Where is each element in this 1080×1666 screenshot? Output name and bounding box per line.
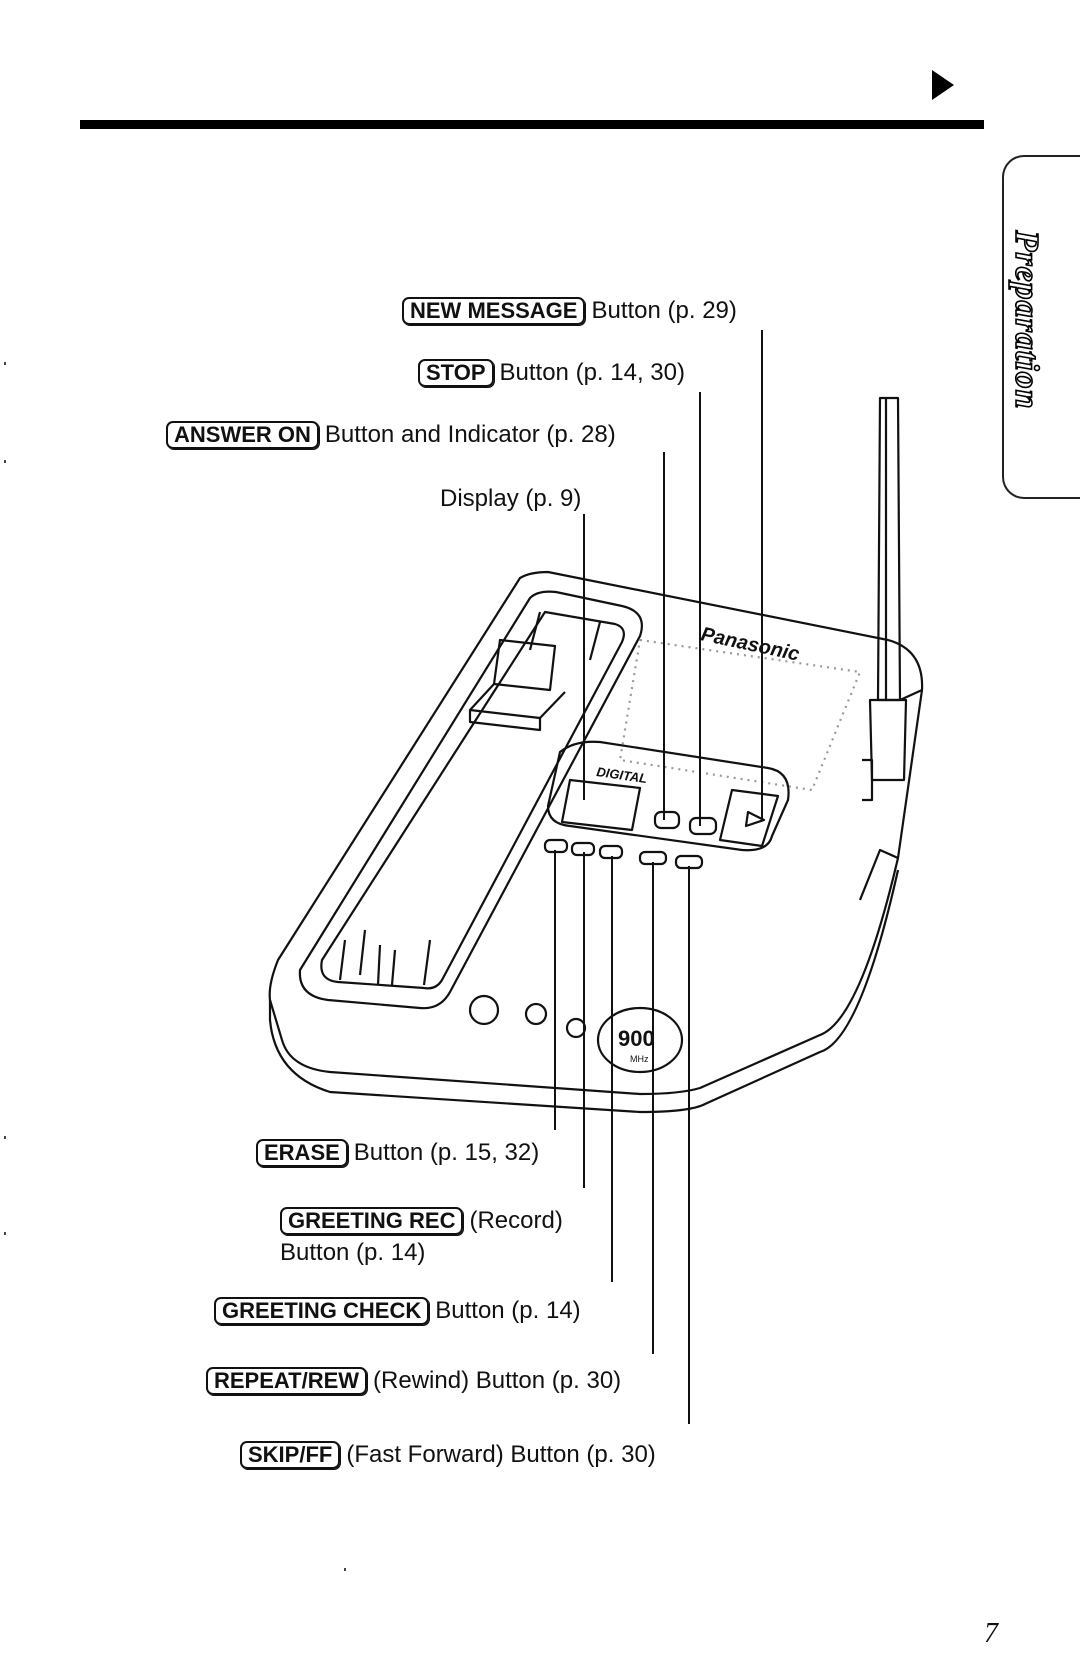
panel-label: DIGITAL bbox=[596, 764, 649, 786]
greeting-check-key: GREETING CHECK bbox=[214, 1297, 430, 1325]
base-unit-body bbox=[268, 570, 924, 1096]
scan-speck bbox=[4, 1136, 6, 1139]
new-message-button bbox=[718, 788, 780, 848]
skip-ff-key: SKIP/FF bbox=[240, 1441, 341, 1469]
greeting-rec-key: GREETING REC bbox=[280, 1207, 464, 1235]
badge-number: 900 bbox=[618, 1026, 655, 1051]
scan-speck bbox=[4, 1232, 6, 1235]
label-skip-ff: SKIP/FF(Fast Forward) Button (p. 30) bbox=[240, 1440, 656, 1470]
repeat-rew-key: REPEAT/REW bbox=[206, 1367, 368, 1395]
answer-on-button bbox=[653, 810, 681, 830]
section-tab bbox=[1002, 155, 1080, 499]
control-panel bbox=[546, 740, 790, 852]
display bbox=[560, 778, 642, 832]
handset-cradle bbox=[298, 590, 643, 1010]
badge-unit: MHz bbox=[630, 1054, 649, 1064]
label-greeting-rec-line2: Button (p. 14) bbox=[280, 1239, 426, 1266]
label-display: Display (p. 9) bbox=[440, 485, 582, 512]
label-repeat-rew: REPEAT/REW(Rewind) Button (p. 30) bbox=[206, 1366, 621, 1396]
header-rule bbox=[80, 120, 984, 129]
brand-logo: Panasonic bbox=[699, 623, 801, 665]
antenna bbox=[876, 396, 902, 702]
arrow-right-icon bbox=[932, 70, 954, 100]
scan-speck bbox=[4, 362, 6, 365]
label-greeting-rec: GREETING REC(Record) bbox=[280, 1206, 563, 1236]
scan-speck bbox=[344, 1568, 346, 1571]
stop-button bbox=[688, 816, 718, 836]
answer-on-key: ANSWER ON bbox=[166, 421, 319, 449]
new-message-key: NEW MESSAGE bbox=[402, 297, 586, 325]
erase-key: ERASE bbox=[256, 1139, 348, 1167]
stop-key: STOP bbox=[418, 359, 494, 387]
page-number: 7 bbox=[984, 1618, 998, 1649]
scan-speck bbox=[4, 460, 6, 463]
